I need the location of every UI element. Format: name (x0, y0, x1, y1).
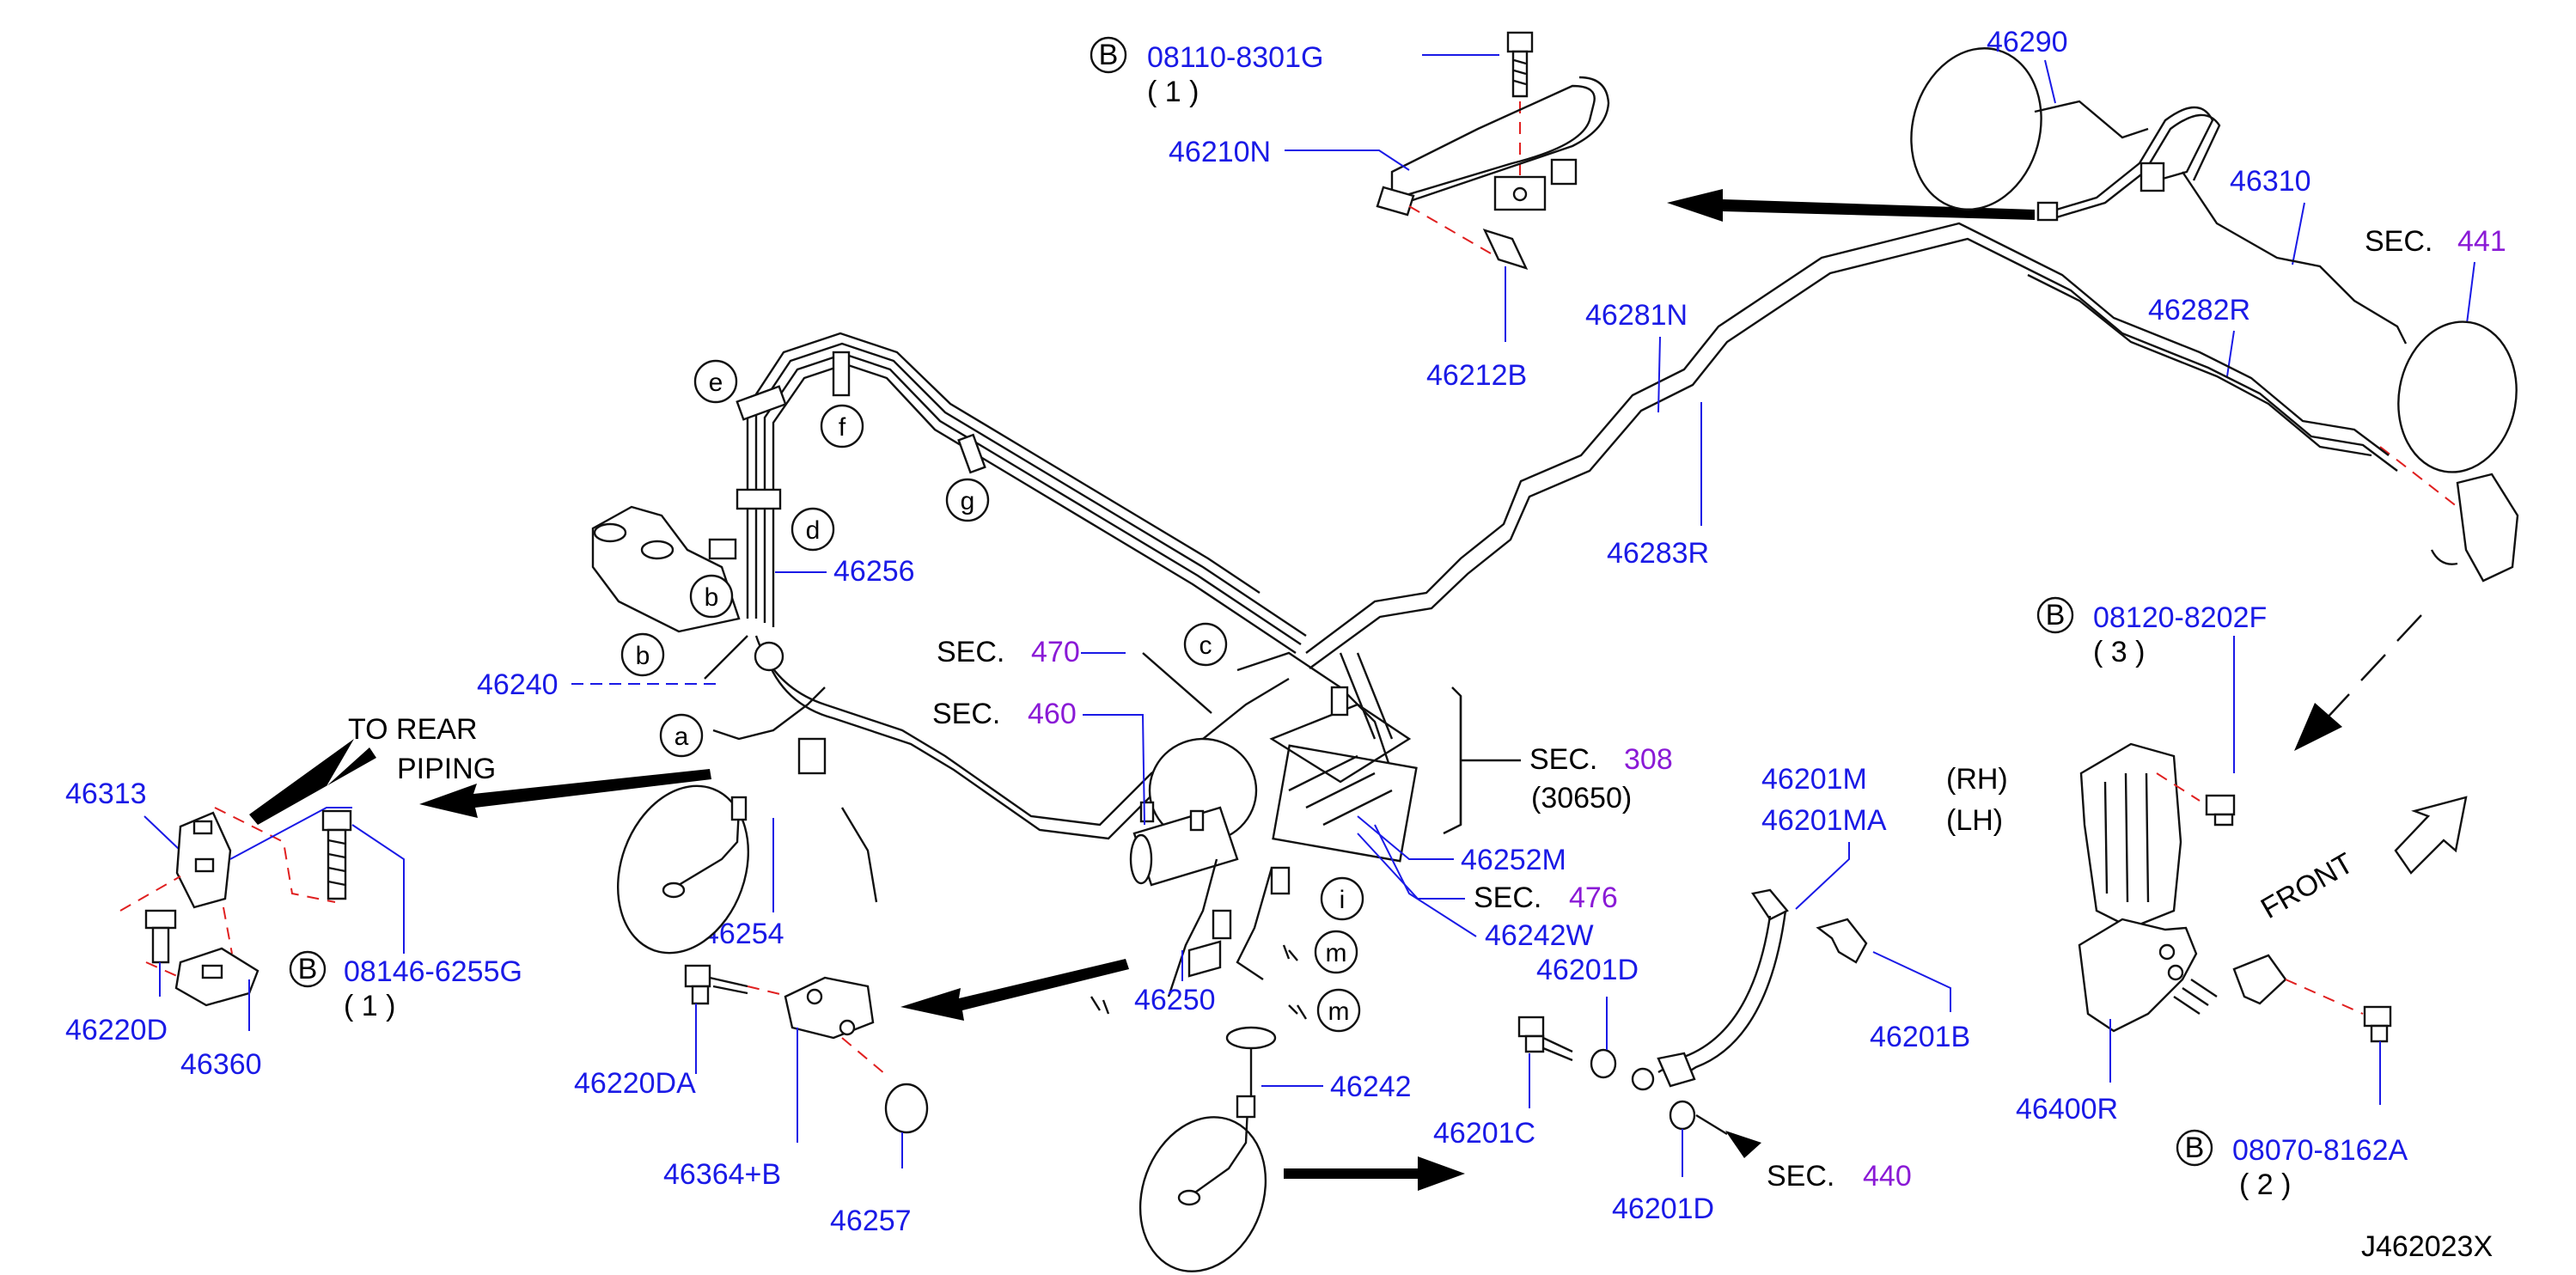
part-label-46360: 46360 (180, 1048, 262, 1081)
part-label-46283r: 46283R (1607, 537, 1709, 570)
part-label-46242: 46242 (1330, 1071, 1412, 1103)
junction-block-assembly: 46220DA 46364+B 46257 (574, 964, 929, 1237)
center-piping-assembly (591, 332, 1462, 1020)
bolt-mark-b3: B (2046, 599, 2066, 631)
direction-arrow-to-rear (249, 739, 376, 825)
part-label-46220da: 46220DA (574, 1067, 696, 1100)
part-label-46313: 46313 (65, 778, 147, 810)
bolt-mark-b4: B (2185, 1132, 2205, 1164)
part-label-46201b: 46201B (1870, 1021, 1970, 1053)
note-to-rear: TO REAR (348, 713, 478, 746)
bolt-mark-b2: B (298, 953, 318, 985)
sec-number-460: 460 (1028, 698, 1077, 730)
wheel-46242: 46242 (1138, 1026, 1412, 1272)
rear-right-assembly: 46290 46310 SEC. 441 46282R (1910, 26, 2519, 583)
part-label-46256: 46256 (833, 555, 915, 588)
bolt-number-08110-8301g: 08110-8301G (1147, 41, 1323, 74)
sec-number-470: 470 (1031, 636, 1080, 668)
sec-number-476: 476 (1569, 882, 1618, 914)
direction-arrow-left-center (419, 769, 711, 818)
callout-g: g (961, 487, 975, 515)
diagram-id: J462023X (2361, 1230, 2493, 1263)
sec-label-460: SEC. (932, 698, 1000, 730)
direction-arrow-left-top (1667, 189, 2035, 222)
front-arrow-icon (2394, 796, 2468, 875)
callout-a: a (675, 723, 689, 751)
direction-arrow-left-bottom (900, 959, 1129, 1021)
callout-e: e (709, 369, 723, 397)
part-label-46201d-b: 46201D (1612, 1193, 1714, 1225)
callout-i: i (1340, 886, 1346, 914)
part-label-46210n: 46210N (1169, 136, 1271, 168)
letter-callouts: e f g d b b a c i m m (620, 359, 1364, 1033)
bolt-number-08120-8202f: 08120-8202F (2093, 601, 2267, 634)
bolt-qty-b3: ( 3 ) (2093, 636, 2145, 668)
callout-c: c (1199, 631, 1212, 660)
side-lh: (LH) (1946, 804, 2003, 837)
part-label-46400r: 46400R (2016, 1093, 2118, 1126)
part-label-46242w: 46242W (1485, 919, 1594, 952)
bolt-mark-b1-text: B (1099, 39, 1119, 71)
sec-label-440: SEC. (1767, 1160, 1834, 1193)
direction-arrow-down-left (2294, 703, 2342, 751)
part-label-46250: 46250 (1134, 984, 1216, 1016)
bolt-mark-b1 (1090, 36, 1127, 74)
callout-m2: m (1328, 997, 1350, 1026)
note-piping: PIPING (397, 753, 496, 785)
part-label-46281n: 46281N (1585, 299, 1688, 332)
direction-arrow-right-bottom (1284, 1156, 1465, 1191)
sec-label-308: SEC. (1529, 743, 1597, 776)
callout-m: m (1326, 939, 1347, 967)
part-label-46252m: 46252M (1461, 844, 1566, 876)
sec-number-441: 441 (2457, 225, 2506, 258)
part-label-46310: 46310 (2230, 165, 2311, 198)
part-label-46364b: 46364+B (663, 1158, 781, 1191)
bolt-number-08070-8162a: 08070-8162A (2232, 1134, 2408, 1167)
part-label-46201ma: 46201MA (1761, 804, 1887, 837)
part-label-46282r: 46282R (2148, 294, 2250, 326)
valve-46400r-assembly: B 08120-8202F ( 3 ) B 08070-8162A ( 2 ) … (2016, 596, 2408, 1201)
sec-label-476: SEC. (1474, 882, 1541, 914)
part-label-46201m: 46201M (1761, 763, 1867, 796)
callout-b: b (705, 583, 719, 612)
callout-b2: b (636, 642, 650, 670)
part-label-46257: 46257 (830, 1205, 912, 1237)
part-label-46240: 46240 (477, 668, 559, 701)
bolt-qty-b4: ( 2 ) (2239, 1168, 2291, 1201)
part-label-46290: 46290 (1987, 26, 2068, 58)
sec-number-440: 440 (1863, 1160, 1912, 1193)
bolt-qty-b1: ( 1 ) (1147, 76, 1199, 108)
sec-label-441: SEC. (2365, 225, 2433, 258)
front-label: FRONT (2256, 846, 2359, 924)
bolt-qty-b2: ( 1 ) (344, 990, 395, 1022)
part-label-46201c: 46201C (1433, 1117, 1535, 1150)
sec-label-470: SEC. (937, 636, 1004, 668)
callout-d: d (806, 516, 821, 545)
part-label-46212b: 46212B (1426, 359, 1527, 392)
sec-number-308: 308 (1624, 743, 1673, 776)
sec-sub-30650: (30650) (1531, 782, 1632, 814)
pipe-46210n-assembly: B 08110-8301G ( 1 ) 46210N 46212B (1090, 31, 1610, 392)
part-label-46201d-a: 46201D (1536, 954, 1639, 986)
callout-f: f (839, 413, 846, 442)
part-label-46220d: 46220D (65, 1014, 168, 1046)
brake-hose-assembly: 46201M (RH) 46201MA (LH) 46201D 46201C 4… (1433, 763, 2008, 1225)
bolt-number-08146-6255g: 08146-6255G (344, 955, 522, 988)
left-bracket-assembly: 46313 B 08146-6255G ( 1 ) 46220D 46360 (65, 778, 522, 1081)
side-rh: (RH) (1946, 763, 2008, 796)
